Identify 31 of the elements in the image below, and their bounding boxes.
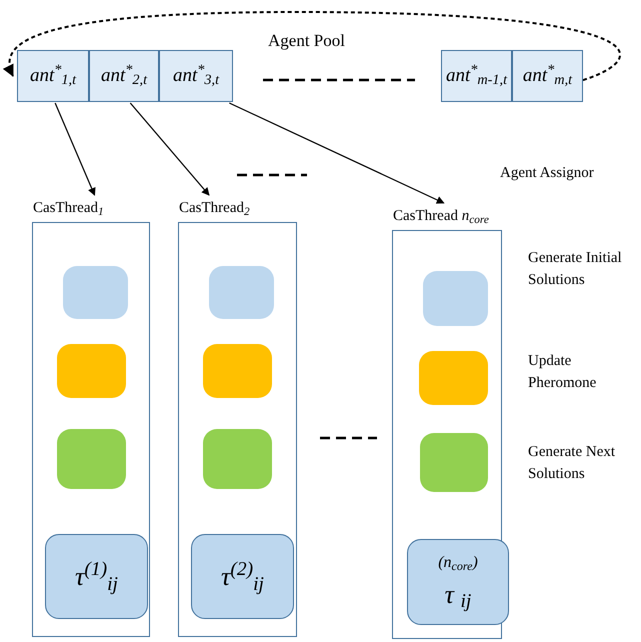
formula-box	[191, 534, 294, 619]
process-box	[203, 429, 272, 489]
agent-cell	[17, 50, 89, 102]
section-label: Agent Assignor	[500, 164, 594, 183]
formula-box	[45, 534, 148, 619]
process-box	[419, 351, 488, 405]
section-label: Agent Pool	[268, 30, 345, 52]
formula: τ $_{ij}$	[444, 578, 472, 614]
arrow	[229, 102, 445, 204]
step-label: Generate Initial Solutions	[528, 249, 623, 290]
dashed-loop-arrow	[4, 11, 620, 82]
thread-title: CasThread$_{2}$	[179, 199, 250, 217]
formula: (n$_{core}$)	[438, 552, 478, 574]
process-box	[420, 433, 488, 492]
process-box	[63, 266, 128, 319]
process-box	[423, 271, 488, 326]
arrow	[54, 102, 96, 196]
thread-title: CasThread n$_{core}$	[393, 207, 489, 225]
process-box	[57, 344, 126, 398]
agent-cell	[512, 50, 583, 102]
agent-cell	[89, 50, 159, 102]
formula-box	[407, 539, 509, 625]
thread-title: CasThread$_{1}$	[33, 199, 104, 217]
agent-cell	[159, 50, 233, 102]
process-box	[57, 429, 126, 489]
arrow	[130, 102, 210, 196]
process-box	[203, 344, 272, 398]
step-label: Update Pheromone	[528, 352, 598, 393]
agent-cell	[441, 50, 512, 102]
process-box	[209, 266, 274, 319]
step-label: Generate Next Solutions	[528, 443, 616, 484]
